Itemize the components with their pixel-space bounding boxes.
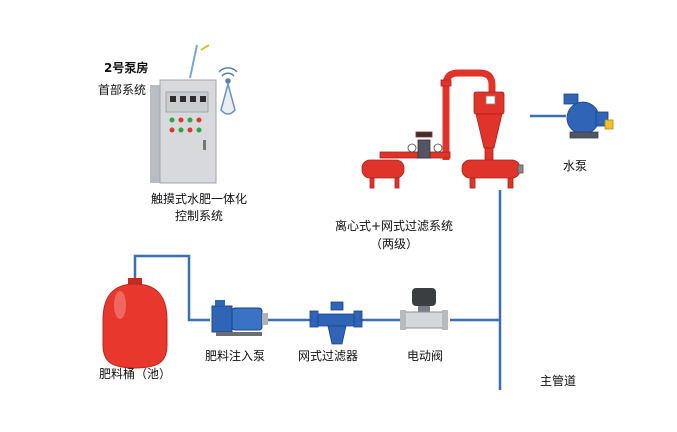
electric-valve-label: 电动阀 (407, 349, 444, 363)
filter-system-label-line1: 离心式+网式过滤系统 (334, 219, 454, 233)
electric-valve (400, 288, 448, 330)
water-pump (563, 93, 614, 139)
connection-lines (133, 114, 566, 390)
mesh-filter-label: 网式过滤器 (298, 349, 359, 363)
filter-system (361, 69, 524, 189)
water-pump-label: 水泵 (563, 159, 588, 173)
antenna-icon (189, 44, 210, 79)
pump-room-subtitle: 首部系统 (98, 83, 147, 97)
filter-system-label-line2: （两级） (369, 237, 418, 251)
wireless-signal-icon (218, 67, 238, 115)
main-pipe-label: 主管道 (540, 374, 577, 388)
control-system-label-line1: 触摸式水肥一体化 (150, 192, 247, 206)
injection-pump-label: 肥料注入泵 (205, 349, 266, 363)
control-system-label-line2: 控制系统 (174, 209, 223, 223)
pump-room-title: 2号泵房 (104, 61, 149, 75)
tank-to-injection-pump-line (133, 254, 210, 322)
control-cabinet (150, 79, 217, 184)
mesh-filter (309, 301, 363, 345)
fertilizer-tank (102, 278, 168, 369)
injection-pump (211, 300, 268, 336)
fertilizer-tank-label: 肥料桶（池） (99, 367, 172, 381)
